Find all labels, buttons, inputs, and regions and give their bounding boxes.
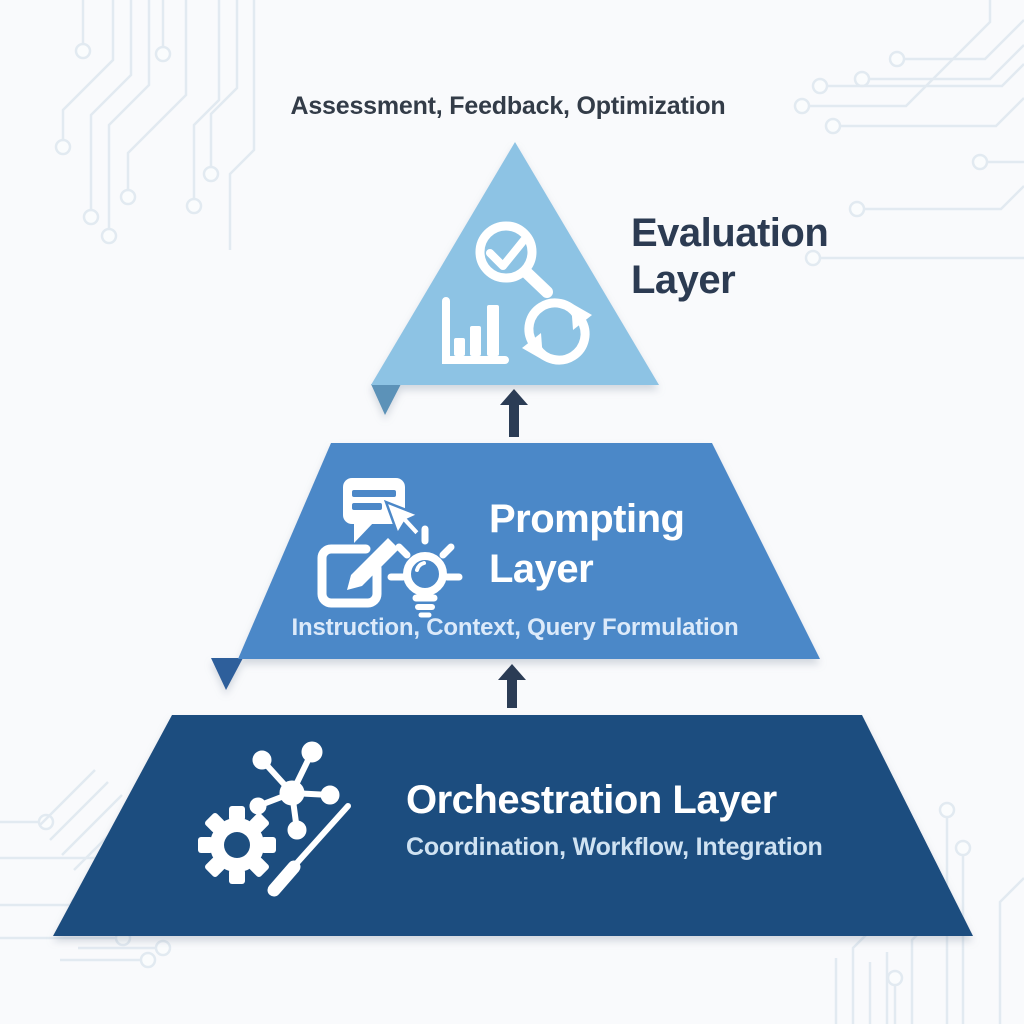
evaluation-title-line2: Layer xyxy=(631,258,736,302)
orchestration-caption: Coordination, Workflow, Integration xyxy=(406,833,823,861)
evaluation-shape xyxy=(371,142,659,385)
evaluation-fold xyxy=(371,384,401,415)
sync-arrows-icon xyxy=(522,298,592,365)
circuit-pattern-top-right xyxy=(793,0,1024,267)
orchestration-layer-title: Orchestration Layer xyxy=(406,778,777,822)
gear-icon xyxy=(198,806,276,884)
orchestration-shape xyxy=(53,715,973,936)
magic-wand-icon xyxy=(267,803,351,897)
network-nodes-icon xyxy=(249,741,340,840)
bar-chart-icon xyxy=(442,297,509,364)
circuit-pattern-top-left xyxy=(54,0,256,250)
evaluation-title-line1: Evaluation xyxy=(631,211,829,255)
up-arrow-upper xyxy=(500,389,528,437)
up-arrow-lower xyxy=(498,664,526,708)
orchestration-trapezoid xyxy=(53,715,973,936)
chat-bubble-cursor-icon xyxy=(343,478,422,543)
prompting-layer-title: Prompting Layer xyxy=(489,494,685,594)
prompting-fold xyxy=(211,658,243,690)
evaluation-caption: Assessment, Feedback, Optimization xyxy=(290,92,726,120)
lightbulb-icon xyxy=(387,525,463,618)
prompting-title-line2: Layer xyxy=(489,547,594,591)
edit-pencil-icon xyxy=(317,538,399,608)
magnifier-check-icon xyxy=(475,221,553,298)
evaluation-layer-title: Evaluation Layer xyxy=(631,210,829,304)
prompting-title-line1: Prompting xyxy=(489,497,685,541)
prompting-caption: Instruction, Context, Query Formulation xyxy=(291,614,739,641)
